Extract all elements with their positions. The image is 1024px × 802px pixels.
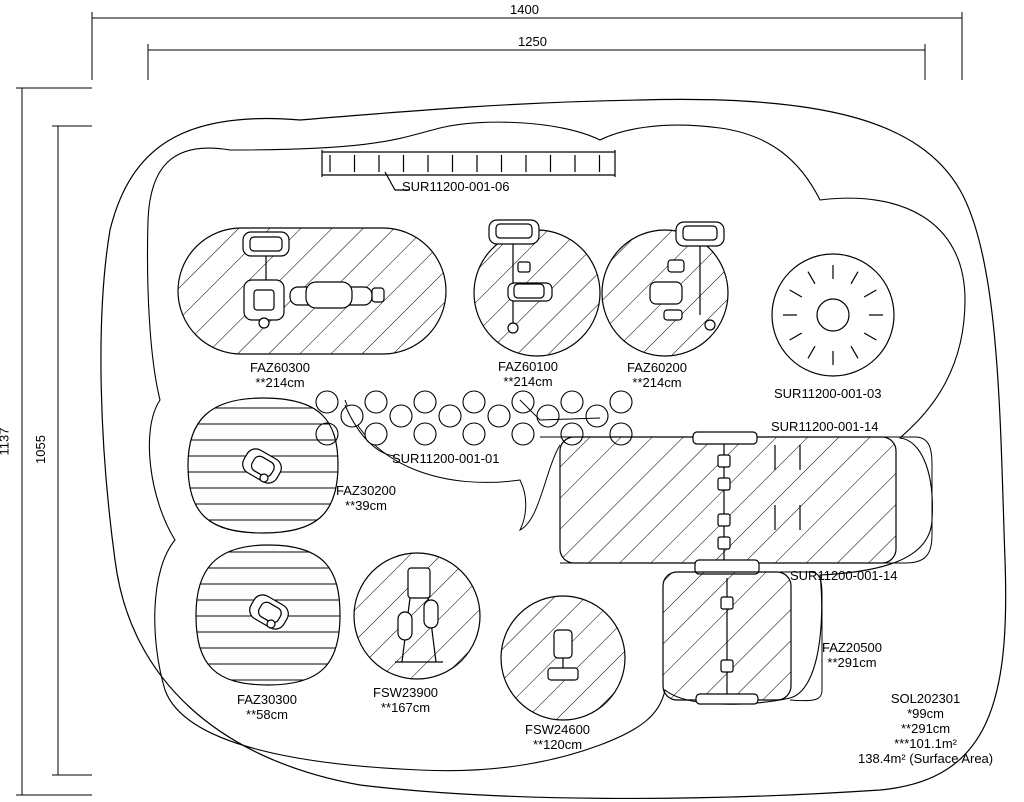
- stepping-stone: [609, 390, 633, 414]
- equipment-code: SUR11200-001-01: [392, 451, 500, 466]
- equipment-code: SUR11200-001-06: [402, 179, 510, 194]
- equipment-code: FAZ60300: [250, 360, 310, 375]
- equipment-height: **214cm: [503, 374, 553, 389]
- surface-line: *99cm: [907, 706, 944, 721]
- equipment-code: SUR11200-001-14: [771, 419, 879, 434]
- sur-beam-equipment: [692, 431, 801, 575]
- surface-code: SOL202301: [890, 691, 961, 706]
- stepping-stone: [536, 404, 560, 428]
- equipment-label: FSW23900 **167cm: [373, 685, 438, 715]
- round-spoke: [789, 332, 803, 341]
- ladder-equipment: [321, 150, 616, 191]
- stepping-stone: [364, 390, 388, 414]
- faz60300-equipment: [242, 231, 385, 329]
- equipment-label: SUR11200-001-14: [790, 568, 897, 583]
- stepping-stone: [560, 390, 584, 414]
- inner-surface-boundary: [146, 121, 966, 772]
- faz30200-equipment: [242, 448, 282, 484]
- equipment-label: FAZ30300 **58cm: [237, 692, 297, 722]
- equipment-label: SUR11200-001-03: [774, 386, 881, 401]
- equipment-label: FAZ60100 **214cm: [498, 359, 558, 389]
- equipment-height: **58cm: [246, 707, 288, 722]
- equipment-code: SUR11200-001-03: [774, 386, 882, 401]
- equipment-code: FAZ60100: [498, 359, 558, 374]
- dimension-lines: [16, 12, 963, 796]
- stepping-stone: [413, 390, 437, 414]
- equipment-label: SUR11200-001-06: [402, 179, 509, 194]
- equipment-code: SUR11200-001-14: [790, 568, 898, 583]
- surface-line: **291cm: [900, 721, 951, 736]
- round-spoke: [807, 345, 816, 359]
- dimension-outer-width: 1400: [510, 2, 539, 17]
- equipment-height: **214cm: [632, 375, 682, 390]
- faz30300-equipment: [249, 594, 289, 630]
- equipment-code: FAZ60200: [627, 360, 687, 375]
- equipment-label: FAZ20500 **291cm: [822, 640, 882, 670]
- stepping-stone: [462, 422, 486, 446]
- equipment-label: FSW24600 **120cm: [525, 722, 590, 752]
- stepping-stone: [438, 404, 462, 428]
- equipment-label: FAZ30200 **39cm: [336, 483, 396, 513]
- equipment-height: **39cm: [345, 498, 387, 513]
- dimension-outer-height: 1137: [0, 427, 12, 456]
- round-spoke: [850, 345, 859, 359]
- surface-line: ***101.1m²: [894, 736, 957, 751]
- round-spoke: [789, 289, 803, 298]
- round-spoke: [807, 271, 816, 285]
- sur-round-equipment: [771, 253, 895, 377]
- equipment-code: FAZ30200: [336, 483, 396, 498]
- equipment-code: FSW23900: [373, 685, 439, 700]
- equipment-height: **291cm: [827, 655, 877, 670]
- stepping-stone: [340, 404, 364, 428]
- stepping-stone: [413, 422, 437, 446]
- sur-beam-outline: [540, 436, 933, 564]
- stepping-stone: [487, 404, 511, 428]
- stepping-stone: [364, 422, 388, 446]
- round-spoke: [863, 332, 877, 341]
- equipment-code: FAZ30300: [237, 692, 297, 707]
- fsw23900-safety-zone: [353, 552, 481, 680]
- stepping-area-outline: [344, 399, 561, 532]
- sur03-leader-line: [519, 399, 601, 421]
- outer-surface-boundary: [100, 98, 1007, 800]
- stepping-stone: [462, 390, 486, 414]
- stepping-stone: [389, 404, 413, 428]
- faz20500-equipment: [695, 578, 759, 705]
- faz60200-equipment: [649, 221, 725, 331]
- dimension-inner-width: 1250: [518, 34, 547, 49]
- stepping-stone: [315, 390, 339, 414]
- stepping-stone: [511, 390, 535, 414]
- stepping-stone: [585, 404, 609, 428]
- equipment-height: **120cm: [532, 737, 583, 752]
- round-spoke: [863, 289, 877, 298]
- stepping-leader-line: [344, 404, 396, 457]
- round-spoke: [850, 271, 859, 285]
- surface-area: 138.4m² (Surface Area): [858, 751, 994, 766]
- fsw23900-equipment: [395, 567, 443, 663]
- dimension-inner-height: 1055: [32, 435, 48, 464]
- equipment-label: SUR11200-001-14: [771, 419, 878, 434]
- equipment-label: FAZ60300 **214cm: [250, 360, 310, 390]
- equipment-code: FSW24600: [525, 722, 591, 737]
- equipment-code: FAZ20500: [822, 640, 882, 655]
- equipment-label: FAZ60200 **214cm: [627, 360, 687, 390]
- fsw24600-equipment: [547, 629, 579, 681]
- equipment-height: **167cm: [380, 700, 431, 715]
- surface-info: SOL202301 *99cm **291cm ***101.1m² 138.4…: [858, 691, 993, 766]
- equipment-height: **214cm: [255, 375, 305, 390]
- faz20500-outline: [780, 571, 823, 702]
- stepping-stone: [511, 422, 535, 446]
- equipment-label: SUR11200-001-01: [392, 451, 499, 466]
- faz60100-equipment: [488, 219, 553, 334]
